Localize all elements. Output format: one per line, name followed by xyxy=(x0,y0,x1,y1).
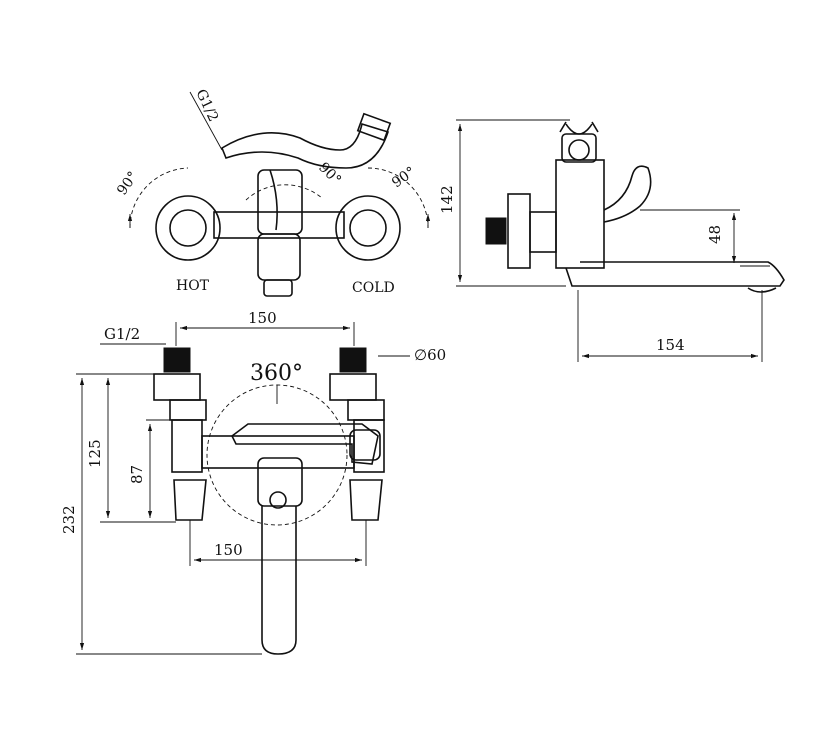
front-height-low-label: 87 xyxy=(128,465,146,484)
front-height-mid-label: 125 xyxy=(86,439,104,468)
side-spout-label: 154 xyxy=(656,336,685,354)
front-top-width-label: 150 xyxy=(248,309,277,327)
rotation-label: 360° xyxy=(250,361,303,386)
cold-label: COLD xyxy=(352,280,395,296)
top-angle-center: 90° xyxy=(315,160,344,189)
side-offset-label: 48 xyxy=(706,225,724,244)
hot-label: HOT xyxy=(176,278,210,294)
front-view: 360° G1/2 ∅60 150 232 125 87 150 xyxy=(60,309,446,655)
top-thread-label: G1/2 xyxy=(192,87,221,124)
top-angle-left: 90° xyxy=(114,169,141,199)
side-height-label: 142 xyxy=(438,185,456,214)
front-bottom-width-label: 150 xyxy=(214,541,243,559)
top-view: G1/2 90° 90° 90° HOT COLD xyxy=(114,87,431,297)
side-view: 142 48 154 xyxy=(438,119,785,362)
front-thread-label: G1/2 xyxy=(104,325,140,343)
front-height-total-label: 232 xyxy=(60,505,78,534)
flange-label: ∅60 xyxy=(414,346,446,364)
top-angle-right: 90° xyxy=(389,164,419,191)
